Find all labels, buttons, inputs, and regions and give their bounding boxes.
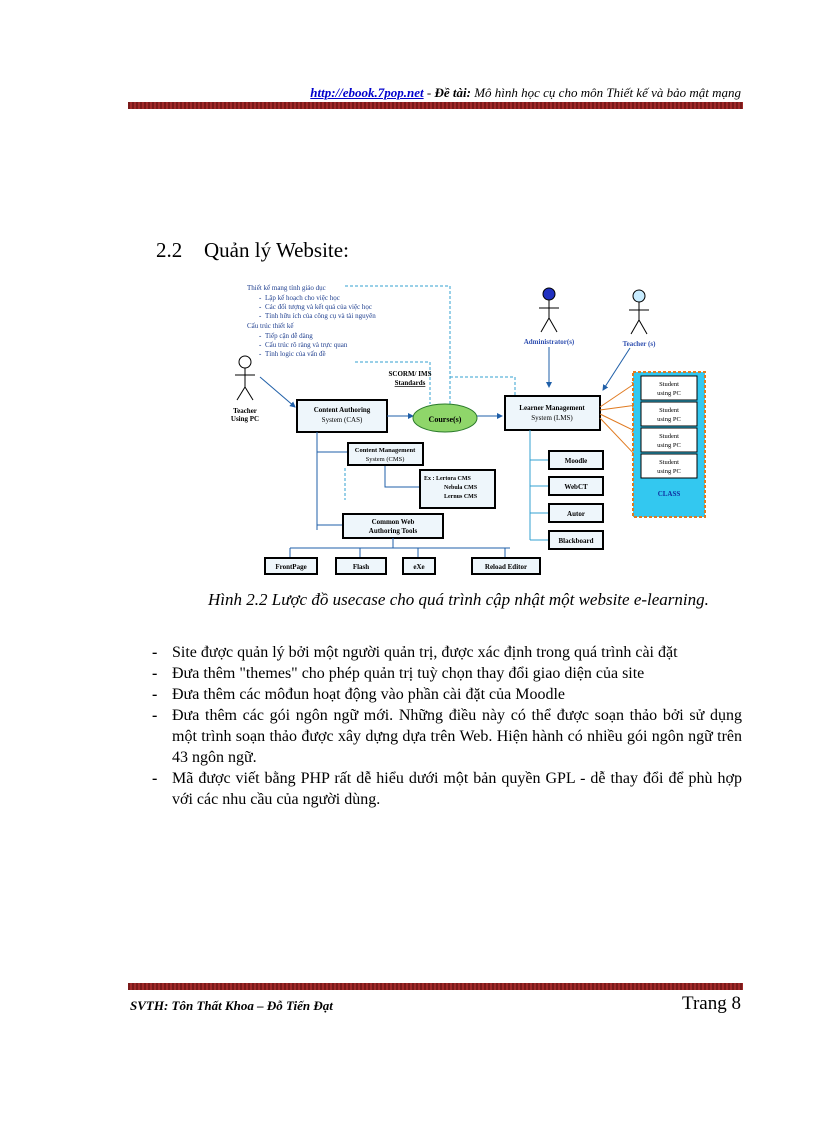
footer-rule	[128, 983, 743, 990]
teacher-right-figure	[629, 289, 649, 335]
bullet-text: Đưa thêm các gói ngôn ngữ mới. Những điề…	[172, 707, 742, 766]
student-3-l2: using PC	[657, 468, 681, 475]
student-box-2	[640, 427, 698, 453]
header-link[interactable]: http://ebook.7pop.net	[310, 85, 424, 100]
scorm-label-2: Standards	[395, 379, 426, 387]
tool-label-0: FrontPage	[275, 563, 306, 571]
administrator-label: Administrator(s)	[524, 338, 575, 346]
cms-example-1: Nebula CMS	[444, 485, 478, 491]
cas-label-2: System (CAS)	[322, 416, 363, 424]
student-1-l2: using PC	[657, 416, 681, 423]
tool-flash	[335, 557, 387, 575]
student-box-1	[640, 401, 698, 427]
tool-reload-editor	[471, 557, 541, 575]
header-topic-label: Đề tài:	[434, 85, 471, 100]
svg-text:-: -	[259, 341, 262, 349]
teacher-right-label: Teacher (s)	[623, 340, 657, 348]
web-tools-label-2: Authoring Tools	[369, 527, 418, 535]
tool-label-2: eXe	[413, 563, 424, 571]
teacher-left-label-1: Teacher	[233, 407, 257, 415]
student-0-l1: Student	[659, 381, 679, 388]
course-label: Course(s)	[429, 415, 462, 424]
class-label: CLASS	[658, 490, 681, 498]
svg-text:-: -	[259, 294, 262, 302]
lms-item-webct	[548, 476, 604, 496]
note-2: Các đối tượng và kết quả của việc học	[265, 303, 372, 311]
list-item: -Đưa thêm các gói ngôn ngữ mới. Những đi…	[152, 705, 742, 768]
bullet-text: Mã được viết bằng PHP rất dễ hiểu dưới m…	[172, 770, 742, 808]
usecase-figure: Thiết kế mang tính giáo dục Lập kế hoạch…	[205, 272, 720, 578]
lms-label-2: System (LMS)	[531, 414, 573, 422]
note-7: Tính logic của vấn đề	[265, 350, 326, 358]
cms-box	[347, 442, 424, 466]
bullet-text: Đưa thêm các môđun hoạt động vào phần cà…	[172, 686, 565, 703]
list-item: -Đưa thêm các môđun hoạt động vào phần c…	[152, 684, 742, 705]
lms-item-label-0: Moodle	[565, 457, 588, 465]
note-0: Thiết kế mang tính giáo dục	[247, 284, 326, 292]
header-sep: -	[423, 85, 435, 100]
lms-item-label-2: Autor	[567, 510, 585, 518]
footer-authors: SVTH: Tôn Thất Khoa – Đỗ Tiến Đạt	[130, 998, 333, 1013]
bullet-mark: -	[152, 707, 158, 724]
cms-label-1: Content Management	[355, 447, 416, 454]
student-2-l2: using PC	[657, 442, 681, 449]
cms-label-2: System (CMS)	[366, 456, 405, 463]
teacher-left-figure	[235, 355, 255, 401]
section-title: Quản lý Website:	[204, 238, 349, 262]
lms-item-blackboard	[548, 530, 604, 550]
note-1: Lập kế hoạch cho việc học	[265, 294, 340, 302]
student-2-l1: Student	[659, 433, 679, 440]
list-item: -Mã được viết bằng PHP rất dễ hiểu dưới …	[152, 768, 742, 810]
lms-item-autor	[548, 503, 604, 523]
svg-text:-: -	[259, 332, 262, 340]
cms-examples-box	[419, 469, 496, 509]
tool-label-1: Flash	[353, 563, 369, 571]
student-box-3	[640, 453, 698, 479]
bullet-list: -Site được quản lý bởi một người quản tr…	[152, 642, 742, 810]
note-4: Cấu trúc thiết kế	[247, 322, 294, 330]
bullet-text: Site được quản lý bởi một người quản trị…	[172, 644, 678, 661]
tool-frontpage	[264, 557, 318, 575]
lms-label-1: Learner Management	[519, 404, 585, 412]
section-heading: 2.2 Quản lý Website:	[156, 238, 349, 263]
administrator-figure	[539, 287, 559, 333]
student-0-l2: using PC	[657, 390, 681, 397]
bullet-mark: -	[152, 665, 158, 682]
student-3-l1: Student	[659, 459, 679, 466]
header-rule	[128, 102, 743, 109]
web-tools-label-1: Common Web	[372, 518, 415, 526]
lms-item-label-3: Blackboard	[558, 537, 593, 545]
page-header: http://ebook.7pop.net - Đề tài: Mô hình …	[310, 85, 741, 101]
cms-example-2: Lernus CMS	[444, 494, 478, 500]
tool-exe	[402, 557, 436, 575]
svg-text:-: -	[259, 350, 262, 358]
scorm-label-1: SCORM/ IMS	[389, 370, 432, 378]
page-number: Trang 8	[682, 993, 741, 1014]
bullet-text: Đưa thêm "themes" cho phép quản trị tuỳ …	[172, 665, 645, 682]
lms-box	[504, 395, 601, 431]
header-topic: Mô hình học cụ cho môn Thiết kế và bảo m…	[470, 85, 741, 100]
note-3: Tính hữu ích của công cụ và tài nguyên	[265, 312, 376, 320]
bullet-mark: -	[152, 686, 158, 703]
cms-example-0: Ex : Lertora CMS	[424, 476, 471, 482]
list-item: -Site được quản lý bởi một người quản tr…	[152, 642, 742, 663]
note-6: Cấu trúc rõ ràng và trực quan	[265, 341, 348, 349]
figure-caption: Hình 2.2 Lược đồ usecase cho quá trình c…	[208, 590, 709, 609]
svg-text:-: -	[259, 303, 262, 311]
list-item: -Đưa thêm "themes" cho phép quản trị tuỳ…	[152, 663, 742, 684]
teacher-left-label-2: Using PC	[231, 415, 259, 423]
note-5: Tiếp cận dễ dàng	[265, 332, 313, 340]
bullet-mark: -	[152, 644, 158, 661]
lms-item-moodle	[548, 450, 604, 470]
bullet-mark: -	[152, 770, 158, 787]
tool-label-3: Reload Editor	[485, 563, 527, 571]
lms-item-label-1: WebCT	[564, 483, 588, 491]
cas-box	[296, 399, 388, 433]
cas-label-1: Content Authoring	[314, 406, 371, 414]
course-ellipse	[412, 403, 478, 433]
section-number: 2.2	[156, 238, 183, 262]
svg-text:-: -	[259, 312, 262, 320]
student-box-0	[640, 375, 698, 401]
student-1-l1: Student	[659, 407, 679, 414]
